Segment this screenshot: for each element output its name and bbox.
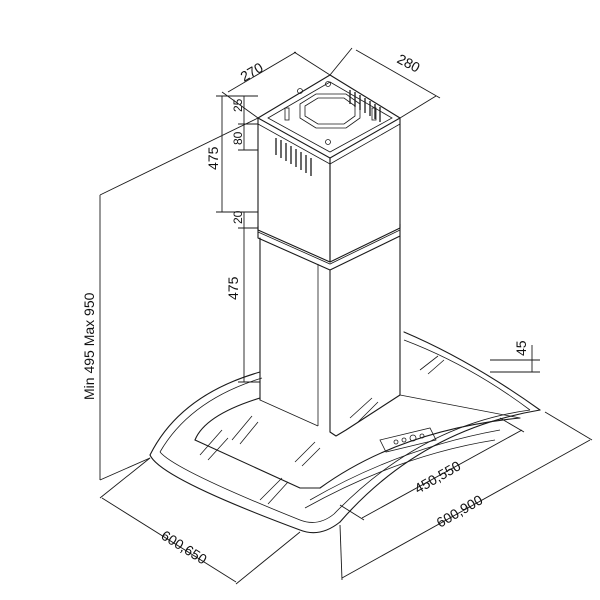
dim-ext xyxy=(339,504,365,521)
dimension-lines xyxy=(99,47,593,585)
mount-slot xyxy=(284,107,290,121)
glass-left-curve xyxy=(149,371,261,456)
mount-hole xyxy=(325,81,331,87)
dim-ext xyxy=(399,95,437,119)
mount-hole xyxy=(297,88,303,94)
hood-body-front xyxy=(194,439,321,489)
chimney-right-face xyxy=(329,117,401,263)
dim-ext xyxy=(544,411,593,441)
label-total-height-range: Min 495 Max 950 xyxy=(81,292,97,400)
dim-line-inner-width xyxy=(361,429,523,519)
dim-line-chimney-width xyxy=(227,51,297,93)
hood-body-right xyxy=(319,417,521,489)
chimney-upper-section xyxy=(257,74,401,263)
duct-opening xyxy=(299,93,361,129)
chimney-lower-section xyxy=(257,223,401,437)
chimney-collar-line xyxy=(257,229,401,265)
dim-ext-total-bottom xyxy=(99,457,151,481)
chimney-top-face xyxy=(257,74,401,159)
label-glass-height: 45 xyxy=(513,340,529,356)
dim-ext xyxy=(293,51,331,76)
dim-line-chimney-depth xyxy=(355,49,441,99)
dim-line-depth xyxy=(101,497,237,583)
label-chimney-depth: 280 xyxy=(395,51,423,76)
label-inner-width-options: 450,550 xyxy=(412,457,464,496)
chimney-top-strip xyxy=(257,123,331,165)
glass-back-edge xyxy=(403,331,541,411)
control-panel-strip xyxy=(379,427,437,453)
label-depth-options: 600,650 xyxy=(158,527,210,567)
dim-ext xyxy=(235,531,301,585)
glass-front-inner xyxy=(159,451,335,523)
glass-left-inner xyxy=(159,377,263,453)
glass-front-curve xyxy=(149,454,341,534)
dim-ext xyxy=(499,417,525,433)
glass-reflection-marks xyxy=(199,355,445,505)
side-vent-grille xyxy=(275,138,312,176)
mount-hole xyxy=(325,139,331,145)
duct-opening-inner xyxy=(304,97,356,125)
label-top-offset: 25 xyxy=(231,98,245,112)
label-chimney-width: 270 xyxy=(238,59,266,85)
chimney-top-rim xyxy=(267,81,393,153)
dim-ext xyxy=(339,524,343,581)
dim-ext-total-top xyxy=(99,117,259,196)
label-vent-height: 80 xyxy=(231,131,245,145)
label-overlap: 20 xyxy=(231,210,245,224)
hood-body-rail xyxy=(309,429,501,501)
label-lower-chimney-height: 475 xyxy=(225,276,241,300)
dim-ext xyxy=(329,47,353,76)
hood-body-rail-lower xyxy=(304,439,496,509)
label-outer-width-options: 600,900 xyxy=(434,491,486,530)
chimney-top-strip-right xyxy=(329,123,401,165)
control-button xyxy=(393,439,399,445)
lower-chimney-base xyxy=(329,394,401,437)
hood-body-top-right xyxy=(399,394,521,419)
dim-ext xyxy=(99,457,151,499)
control-button xyxy=(419,433,425,439)
glass-canopy xyxy=(149,331,541,534)
glass-back-inner xyxy=(403,339,531,411)
top-vent-grille xyxy=(349,90,381,122)
chimney-left-face xyxy=(257,117,331,263)
hood-body-left xyxy=(194,397,261,441)
control-button xyxy=(409,434,417,442)
control-button xyxy=(401,437,407,443)
label-upper-chimney-height: 475 xyxy=(205,146,221,170)
dim-line-outer-width xyxy=(341,439,591,579)
chimney-collar xyxy=(257,223,401,271)
lower-chimney-base-left xyxy=(259,399,319,427)
mount-slot xyxy=(371,107,377,121)
control-panel xyxy=(379,427,437,453)
